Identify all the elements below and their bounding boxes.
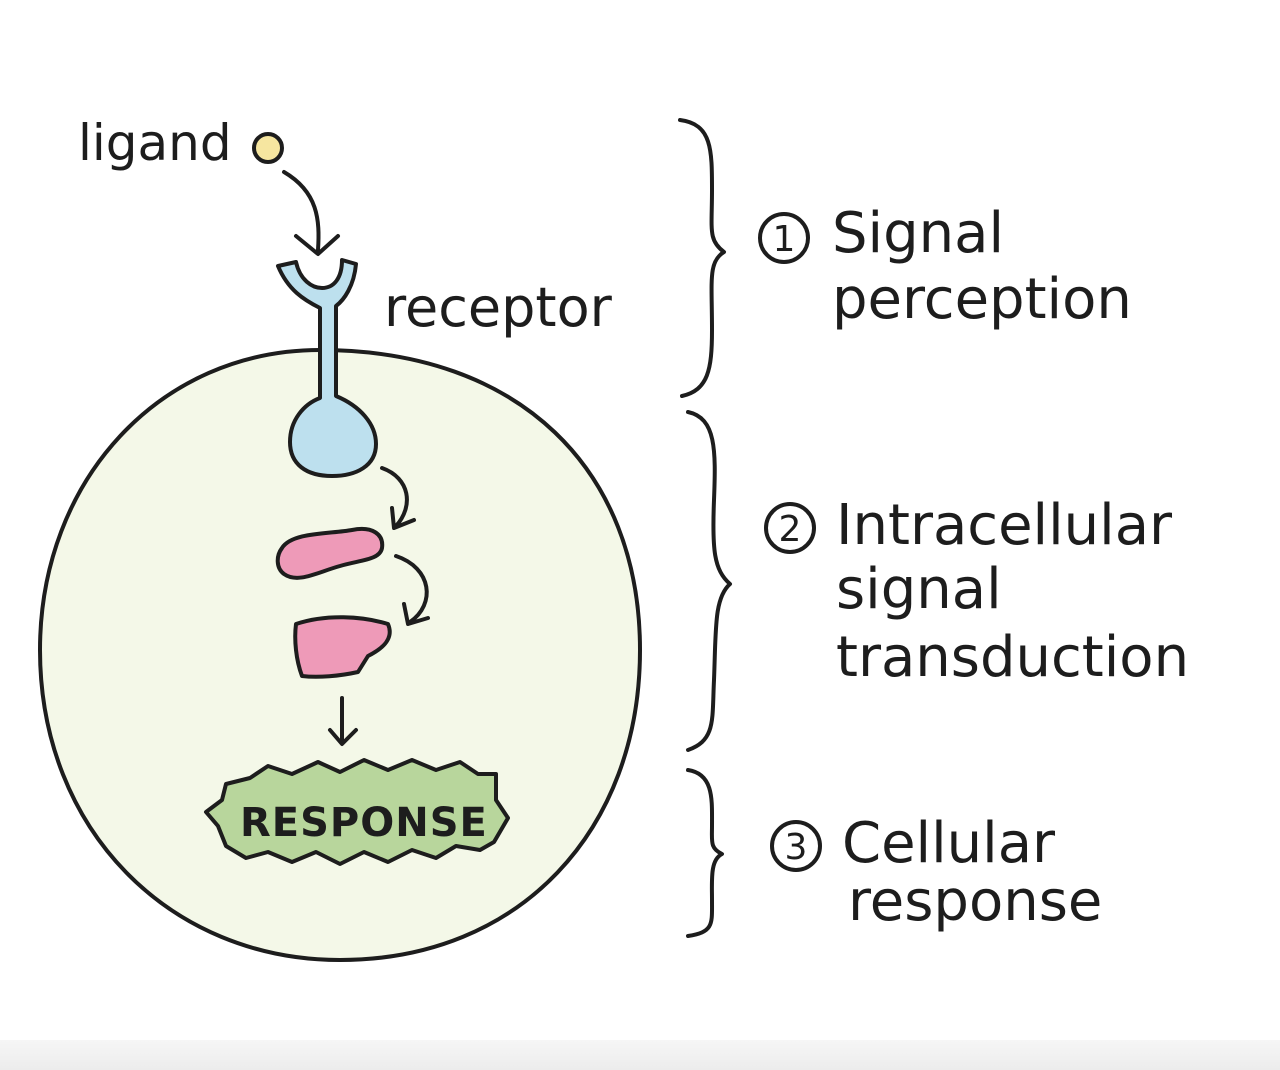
ligand-arrow-head [294,234,340,256]
step-1-title-line2: perception [832,267,1132,332]
brace-3 [686,768,724,938]
step-1-title-line1: Signal [832,201,1004,266]
step-2-title-line2: signal [836,557,1002,622]
step-3-number: 3 [785,827,808,868]
brace-1 [678,118,726,398]
ligand-label: ligand [78,114,232,172]
brace-2 [686,410,732,752]
bottom-gradient-strip [0,1040,1280,1070]
step-3-title-line2: response [848,869,1102,934]
ligand-molecule [252,132,284,164]
relay-arrow-1-head [390,506,416,530]
relay-protein-1 [275,527,385,580]
step-1-number: 1 [773,219,796,260]
ligand-arrow [282,170,321,252]
response-arrow-head [328,728,358,746]
step-2-number: 2 [779,509,802,550]
step-2-title-line1: Intracellular [836,493,1173,558]
relay-protein-2 [293,615,392,679]
step-3-badge [770,820,822,872]
step-2-title-line3: transduction [836,625,1189,690]
relay-arrow-2 [394,554,429,624]
step-3-title-line1: Cellular [842,811,1056,876]
receptor-label: receptor [384,276,613,339]
step-2-badge [764,502,816,554]
response-label: RESPONSE [240,800,488,846]
relay-arrow-2-head [402,602,430,626]
receptor-protein [276,258,378,478]
step-1-badge [758,212,810,264]
response-burst [204,758,510,866]
relay-arrow-1 [380,466,409,528]
